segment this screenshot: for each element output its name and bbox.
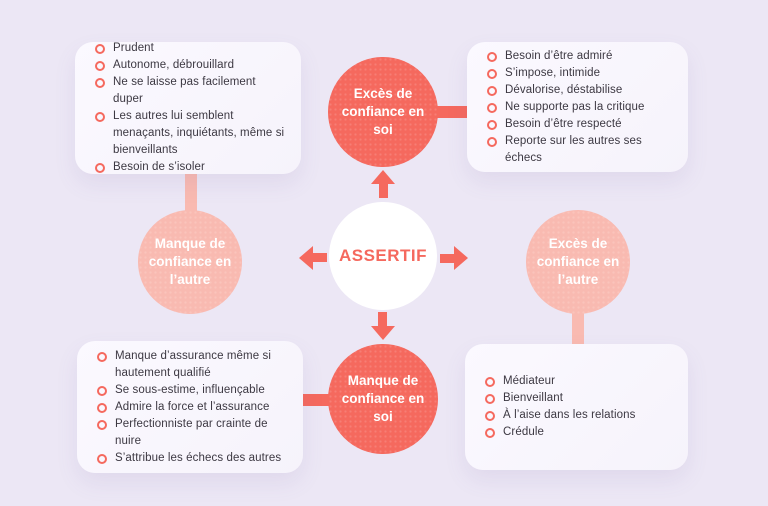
trait-list: Prudent Autonome, débrouillard Ne se lai… <box>95 40 287 176</box>
list-item: Dévalorise, déstabilise <box>487 82 674 99</box>
node-exces-confiance-en-l-autre: Excès de confiance en l’autre <box>526 210 630 314</box>
card-exces-confiance-autre: Médiateur Bienveillant À l’aise dans les… <box>465 344 688 470</box>
bullet-ring-icon <box>487 102 497 113</box>
bullet-ring-icon <box>487 68 497 79</box>
bullet-ring-icon <box>97 351 107 362</box>
list-item: Autonome, débrouillard <box>95 57 287 74</box>
trait-text: Admire la force et l’assurance <box>115 400 270 413</box>
trait-text: Reporte sur les autres ses échecs <box>505 134 642 164</box>
trait-text: À l’aise dans les relations <box>503 409 636 421</box>
trait-list: Médiateur Bienveillant À l’aise dans les… <box>485 373 674 441</box>
connector-bottom-circle-to-bottomleft-card <box>294 394 336 406</box>
trait-text: Médiateur <box>503 375 556 387</box>
list-item: Besoin d’être admiré <box>487 48 674 65</box>
list-item: Perfectionniste par crainte de nuire <box>97 416 289 450</box>
bullet-ring-icon <box>485 411 495 421</box>
trait-text: Prudent <box>113 42 154 54</box>
bullet-ring-icon <box>97 453 107 464</box>
trait-text: S’impose, intimide <box>505 66 601 79</box>
trait-text: Bienveillant <box>503 392 564 404</box>
connector-top-circle-to-topright-card <box>428 106 472 118</box>
list-item: S’impose, intimide <box>487 65 674 82</box>
trait-text: Se sous-estime, influençable <box>115 383 265 396</box>
trait-text: Besoin d’être respecté <box>505 117 622 130</box>
node-exces-confiance-en-soi: Excès de confiance en soi <box>328 57 438 167</box>
center-node-assertif: ASSERTIF <box>329 202 437 310</box>
trait-list: Besoin d’être admiré S’impose, intimide … <box>487 48 674 167</box>
trait-text: Autonome, débrouillard <box>113 59 235 71</box>
list-item: Manque d’assurance même si hautement qua… <box>97 348 289 382</box>
list-item: Admire la force et l’assurance <box>97 399 289 416</box>
list-item: Ne se laisse pas facilement duper <box>95 74 287 108</box>
connector-right-circle-to-bottomright-card <box>572 303 584 348</box>
bullet-ring-icon <box>95 78 105 88</box>
bullet-ring-icon <box>487 119 497 130</box>
trait-text: Manque d’assurance même si hautement qua… <box>115 349 272 379</box>
connector-left-circle-to-topleft-card <box>185 168 197 216</box>
list-item: À l’aise dans les relations <box>485 407 674 424</box>
bullet-ring-icon <box>97 385 107 396</box>
bullet-ring-icon <box>487 85 497 96</box>
arrow-left-icon <box>299 246 329 270</box>
trait-text: Besoin de s’isoler <box>113 161 205 173</box>
card-manque-confiance-autre: Prudent Autonome, débrouillard Ne se lai… <box>75 42 301 174</box>
bullet-ring-icon <box>95 61 105 71</box>
list-item: Besoin de s’isoler <box>95 159 287 176</box>
list-item: Bienveillant <box>485 390 674 407</box>
trait-list: Manque d’assurance même si hautement qua… <box>97 348 289 467</box>
bullet-ring-icon <box>95 44 105 54</box>
bullet-ring-icon <box>95 163 105 173</box>
node-label: Excès de confiance en l’autre <box>536 235 620 288</box>
list-item: Se sous-estime, influençable <box>97 382 289 399</box>
trait-text: Perfectionniste par crainte de nuire <box>115 417 268 447</box>
trait-text: Dévalorise, déstabilise <box>505 83 623 96</box>
card-exces-confiance-soi: Besoin d’être admiré S’impose, intimide … <box>467 42 688 172</box>
bullet-ring-icon <box>485 377 495 387</box>
bullet-ring-icon <box>487 136 497 147</box>
list-item: Reporte sur les autres ses échecs <box>487 133 674 167</box>
trait-text: Ne se laisse pas facilement duper <box>113 76 256 105</box>
card-manque-confiance-soi: Manque d’assurance même si hautement qua… <box>77 341 303 473</box>
list-item: Crédule <box>485 424 674 441</box>
list-item: Besoin d’être respecté <box>487 116 674 133</box>
list-item: Médiateur <box>485 373 674 390</box>
list-item: S’attribue les échecs des autres <box>97 450 289 467</box>
list-item: Les autres lui semblent menaçants, inqui… <box>95 108 287 159</box>
list-item: Prudent <box>95 40 287 57</box>
trait-text: Crédule <box>503 426 544 438</box>
bullet-ring-icon <box>95 112 105 122</box>
bullet-ring-icon <box>485 394 495 404</box>
arrow-right-icon <box>438 246 468 270</box>
node-label: Manque de confiance en soi <box>341 372 425 425</box>
trait-text: Besoin d’être admiré <box>505 49 613 62</box>
trait-text: Ne supporte pas la critique <box>505 100 645 113</box>
bullet-ring-icon <box>485 428 495 438</box>
trait-text: S’attribue les échecs des autres <box>115 451 282 464</box>
node-label: Manque de confiance en l’autre <box>148 235 232 288</box>
bullet-ring-icon <box>97 419 107 430</box>
node-manque-confiance-en-l-autre: Manque de confiance en l’autre <box>138 210 242 314</box>
bullet-ring-icon <box>487 51 497 62</box>
node-manque-confiance-en-soi: Manque de confiance en soi <box>328 344 438 454</box>
arrow-down-icon <box>371 310 395 340</box>
center-label: ASSERTIF <box>338 245 428 265</box>
trait-text: Les autres lui semblent menaçants, inqui… <box>113 110 285 156</box>
bullet-ring-icon <box>97 402 107 413</box>
arrow-up-icon <box>371 170 395 200</box>
list-item: Ne supporte pas la critique <box>487 99 674 116</box>
node-label: Excès de confiance en soi <box>341 85 425 138</box>
